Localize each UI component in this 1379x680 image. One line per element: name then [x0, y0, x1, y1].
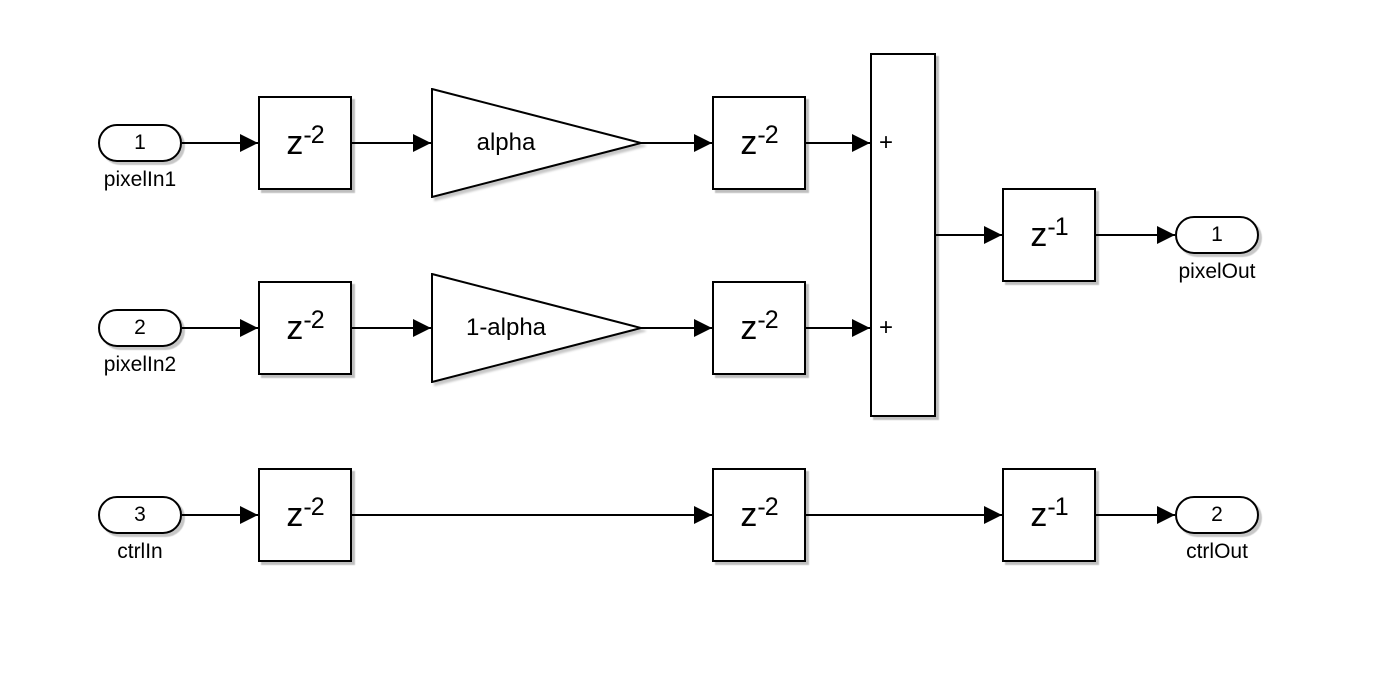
delay-block-row2-2[interactable]: z-2 — [712, 281, 806, 375]
delay-label: z-2 — [740, 492, 778, 534]
wire[interactable] — [806, 514, 1002, 516]
gain-label: 1-alpha — [465, 314, 547, 341]
wire[interactable] — [352, 514, 712, 516]
arrowhead-icon — [240, 506, 258, 524]
wire[interactable] — [641, 327, 712, 329]
gain-block-one-minus-alpha[interactable]: 1-alpha — [431, 273, 643, 383]
arrowhead-icon — [240, 319, 258, 337]
inport-3-label[interactable]: ctrlIn — [117, 540, 163, 563]
delay-exponent: -2 — [303, 492, 324, 521]
delay-label: z-2 — [740, 120, 778, 162]
gain-triangle-shape — [431, 88, 643, 198]
delay-exponent: -1 — [1047, 492, 1068, 521]
delay-label: z-2 — [740, 305, 778, 347]
delay-label: z-2 — [286, 305, 324, 347]
arrowhead-icon — [413, 134, 431, 152]
arrowhead-icon — [240, 134, 258, 152]
arrowhead-icon — [984, 506, 1002, 524]
arrowhead-icon — [984, 226, 1002, 244]
delay-block-row3-2[interactable]: z-2 — [712, 468, 806, 562]
wire[interactable] — [182, 142, 258, 144]
arrowhead-icon — [1157, 226, 1175, 244]
inport-1[interactable]: 1 — [98, 124, 182, 162]
gain-label: alpha — [476, 129, 536, 156]
wire[interactable] — [641, 142, 712, 144]
arrowhead-icon — [413, 319, 431, 337]
delay-label: z-2 — [286, 492, 324, 534]
inport-2-label[interactable]: pixelIn2 — [103, 353, 177, 376]
delay-label: z-1 — [1030, 492, 1068, 534]
inport-3-number: 3 — [134, 503, 146, 526]
sum-plus-sign-1: + — [878, 129, 893, 156]
inport-2[interactable]: 2 — [98, 309, 182, 347]
arrowhead-icon — [1157, 506, 1175, 524]
arrowhead-icon — [852, 319, 870, 337]
outport-2[interactable]: 2 — [1175, 496, 1259, 534]
wire[interactable] — [1096, 234, 1175, 236]
inport-1-label[interactable]: pixelIn1 — [103, 168, 177, 191]
gain-block-alpha[interactable]: alpha — [431, 88, 643, 198]
wire[interactable] — [806, 142, 870, 144]
inport-3[interactable]: 3 — [98, 496, 182, 534]
inport-2-number: 2 — [134, 316, 146, 339]
wire[interactable] — [936, 234, 1002, 236]
delay-block-row1-1[interactable]: z-2 — [258, 96, 352, 190]
outport-2-label[interactable]: ctrlOut — [1186, 540, 1248, 563]
wire[interactable] — [806, 327, 870, 329]
inport-1-number: 1 — [134, 131, 146, 154]
delay-label: z-1 — [1030, 212, 1068, 254]
delay-block-row2-1[interactable]: z-2 — [258, 281, 352, 375]
outport-1-number: 1 — [1211, 223, 1223, 246]
delay-exponent: -2 — [303, 120, 324, 149]
delay-block-pixel-out[interactable]: z-1 — [1002, 188, 1096, 282]
wire[interactable] — [352, 142, 431, 144]
delay-exponent: -2 — [757, 120, 778, 149]
outport-2-number: 2 — [1211, 503, 1223, 526]
wire[interactable] — [1096, 514, 1175, 516]
sum-block[interactable]: + + — [870, 53, 936, 417]
wire[interactable] — [182, 514, 258, 516]
arrowhead-icon — [694, 506, 712, 524]
delay-block-row3-1[interactable]: z-2 — [258, 468, 352, 562]
delay-block-row1-2[interactable]: z-2 — [712, 96, 806, 190]
delay-block-ctrl-out[interactable]: z-1 — [1002, 468, 1096, 562]
delay-label: z-2 — [286, 120, 324, 162]
delay-exponent: -2 — [757, 492, 778, 521]
outport-1-label[interactable]: pixelOut — [1178, 260, 1256, 283]
delay-exponent: -2 — [757, 305, 778, 334]
wire[interactable] — [352, 327, 431, 329]
sum-plus-sign-2: + — [878, 314, 893, 341]
outport-1[interactable]: 1 — [1175, 216, 1259, 254]
arrowhead-icon — [852, 134, 870, 152]
delay-exponent: -2 — [303, 305, 324, 334]
arrowhead-icon — [694, 319, 712, 337]
delay-exponent: -1 — [1047, 212, 1068, 241]
gain-triangle-shape — [431, 273, 643, 383]
arrowhead-icon — [694, 134, 712, 152]
wire[interactable] — [182, 327, 258, 329]
